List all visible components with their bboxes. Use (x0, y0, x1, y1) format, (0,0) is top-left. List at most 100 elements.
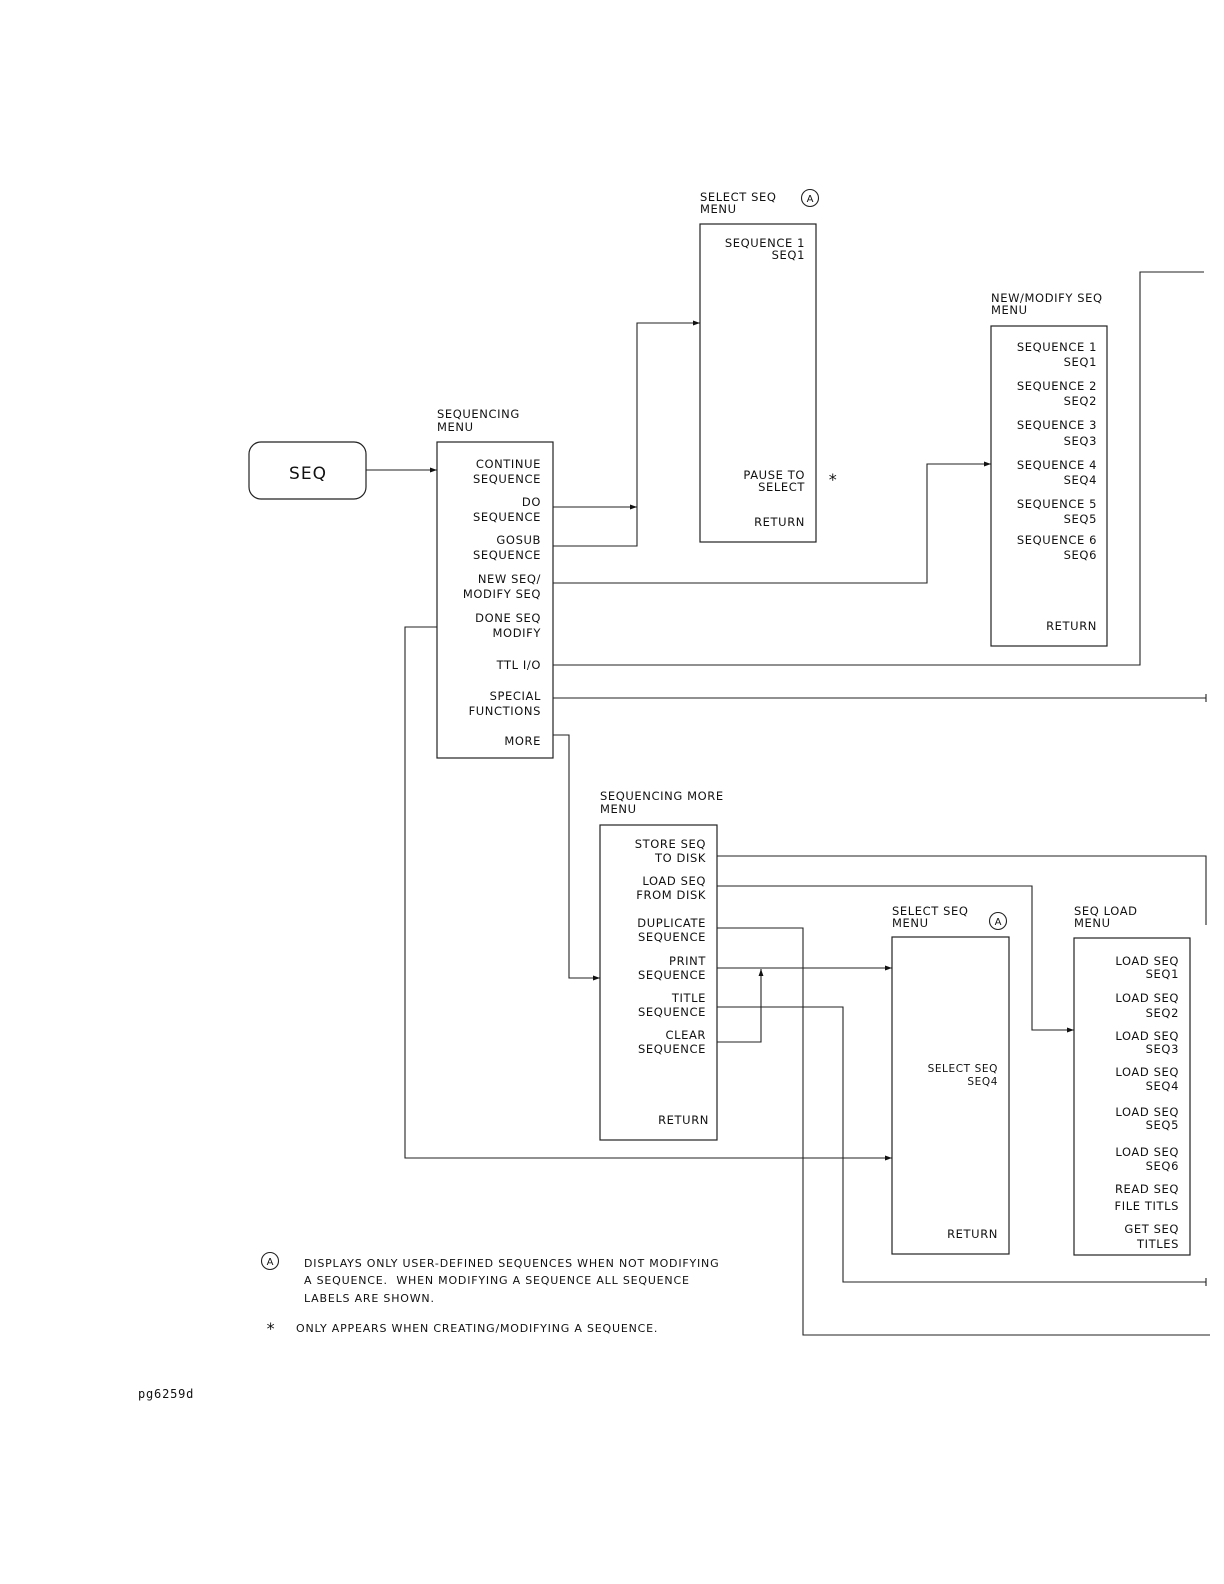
softkey-sequence-2[interactable]: SEQUENCE 2 SEQ2 (1017, 379, 1097, 408)
connectors (366, 271, 1210, 1336)
svg-text:LOAD SEQ: LOAD SEQ (1115, 1145, 1179, 1159)
svg-text:SELECT SEQ: SELECT SEQ (928, 1063, 998, 1075)
svg-text:FUNCTIONS: FUNCTIONS (469, 704, 541, 718)
svg-text:LOAD SEQ: LOAD SEQ (1115, 1065, 1179, 1079)
footnotes: A DISPLAYS ONLY USER-DEFINED SEQUENCES W… (260, 1251, 719, 1338)
asterisk-marker-icon: * (829, 470, 838, 489)
svg-text:SEQUENCE: SEQUENCE (473, 510, 541, 524)
sequencing-menu-title-2: MENU (437, 420, 474, 434)
softkey-return[interactable]: RETURN (658, 1113, 709, 1127)
svg-text:TTL I/O: TTL I/O (496, 658, 541, 672)
svg-text:TITLES: TITLES (1136, 1237, 1179, 1251)
svg-text:DO: DO (522, 495, 541, 509)
svg-text:MORE: MORE (504, 734, 541, 748)
softkey-return[interactable]: RETURN (947, 1227, 998, 1241)
softkey-title-sequence[interactable]: TITLE SEQUENCE (638, 991, 706, 1019)
svg-text:SEQ2: SEQ2 (1064, 394, 1097, 408)
note-a-marker-icon: A (800, 188, 820, 208)
seq-load-menu: SEQ LOAD MENU LOAD SEQ SEQ1 LOAD SEQ SEQ… (1073, 904, 1191, 1256)
softkey-select-seq-4[interactable]: SELECT SEQ SEQ4 (928, 1063, 998, 1088)
svg-text:MODIFY: MODIFY (493, 626, 542, 640)
svg-text:DUPLICATE: DUPLICATE (637, 916, 706, 930)
softkey-load-seq-3[interactable]: LOAD SEQ SEQ3 (1115, 1029, 1179, 1056)
softkey-continue-sequence[interactable]: CONTINUE SEQUENCE (473, 457, 541, 486)
svg-text:SEQ4: SEQ4 (1146, 1079, 1179, 1093)
sequencing-menu-title-1: SEQUENCING (437, 407, 520, 421)
select-seq-menu-bottom: SELECT SEQ MENU A SELECT SEQ SEQ4 RETURN (891, 904, 1010, 1255)
svg-text:LOAD SEQ: LOAD SEQ (1115, 954, 1179, 968)
softkey-sequence-1[interactable]: SEQUENCE 1 SEQ1 (725, 236, 805, 262)
new-modify-title-1: NEW/MODIFY SEQ (991, 291, 1103, 305)
softkey-load-seq-6[interactable]: LOAD SEQ SEQ6 (1115, 1145, 1179, 1173)
softkey-clear-sequence[interactable]: CLEAR SEQUENCE (638, 1028, 706, 1056)
svg-text:LOAD SEQ: LOAD SEQ (642, 874, 706, 888)
connector-load-seq (717, 885, 1074, 1033)
svg-text:TITLE: TITLE (671, 991, 706, 1005)
svg-text:SEQUENCE 1: SEQUENCE 1 (1017, 340, 1097, 354)
svg-text:SEQUENCE: SEQUENCE (473, 548, 541, 562)
svg-text:SEQ2: SEQ2 (1146, 1006, 1179, 1020)
softkey-sequence-3[interactable]: SEQUENCE 3 SEQ3 (1017, 418, 1097, 448)
softkey-sequence-6[interactable]: SEQUENCE 6 SEQ6 (1017, 533, 1097, 562)
softkey-return[interactable]: RETURN (754, 515, 805, 529)
new-modify-title-2: MENU (991, 303, 1028, 317)
connector-clear-sequence (717, 969, 764, 1043)
svg-text:SEQUENCE 5: SEQUENCE 5 (1017, 497, 1097, 511)
sequencing-more-title-2: MENU (600, 802, 637, 816)
note-a-marker-icon: A (260, 1251, 280, 1271)
softkey-new-modify-seq[interactable]: NEW SEQ/ MODIFY SEQ (463, 572, 541, 601)
softkey-get-seq-titles[interactable]: GET SEQ TITLES (1124, 1222, 1179, 1251)
svg-text:READ SEQ: READ SEQ (1115, 1182, 1179, 1196)
softkey-load-seq-2[interactable]: LOAD SEQ SEQ2 (1115, 991, 1179, 1020)
svg-text:LOAD SEQ: LOAD SEQ (1115, 991, 1179, 1005)
svg-text:SEQUENCE 3: SEQUENCE 3 (1017, 418, 1097, 432)
softkey-sequence-5[interactable]: SEQUENCE 5 SEQ5 (1017, 497, 1097, 526)
softkey-read-seq-file-titls[interactable]: READ SEQ FILE TITLS (1115, 1182, 1179, 1213)
connector-done-seq-modify (404, 626, 892, 1161)
svg-text:SEQ6: SEQ6 (1064, 548, 1097, 562)
svg-text:CLEAR: CLEAR (665, 1028, 706, 1042)
svg-text:PRINT: PRINT (669, 954, 706, 968)
svg-text:SEQ4: SEQ4 (967, 1076, 998, 1088)
softkey-do-sequence[interactable]: DO SEQUENCE (473, 495, 541, 524)
svg-text:SEQUENCE 2: SEQUENCE 2 (1017, 379, 1097, 393)
softkey-pause-to-select[interactable]: PAUSE TO SELECT (743, 468, 805, 494)
softkey-duplicate-sequence[interactable]: DUPLICATE SEQUENCE (637, 916, 706, 944)
connector-duplicate-sequence (717, 927, 1210, 1336)
svg-text:TO DISK: TO DISK (654, 851, 706, 865)
select-seq-bottom-title-2: MENU (892, 916, 929, 930)
note-star-line: ONLY APPEARS WHEN CREATING/MODIFYING A S… (296, 1322, 658, 1335)
softkey-special-functions[interactable]: SPECIAL FUNCTIONS (469, 689, 541, 718)
softkey-load-seq-from-disk[interactable]: LOAD SEQ FROM DISK (636, 874, 706, 902)
svg-text:DONE SEQ: DONE SEQ (475, 611, 541, 625)
softkey-store-seq-to-disk[interactable]: STORE SEQ TO DISK (635, 837, 706, 865)
note-a-marker-icon: A (988, 911, 1008, 931)
softkey-print-sequence[interactable]: PRINT SEQUENCE (638, 954, 706, 982)
select-seq-top-title-1: SELECT SEQ (700, 190, 777, 204)
softkey-done-seq-modify[interactable]: DONE SEQ MODIFY (475, 611, 541, 640)
softkey-load-seq-1[interactable]: LOAD SEQ SEQ1 (1115, 954, 1179, 981)
sequencing-more-menu: SEQUENCING MORE MENU STORE SEQ TO DISK L… (599, 789, 724, 1141)
softkey-return[interactable]: RETURN (1046, 619, 1097, 633)
seq-key[interactable]: SEQ (248, 441, 367, 500)
connector-more (553, 734, 600, 981)
svg-text:RETURN: RETURN (947, 1227, 998, 1241)
softkey-ttl-io[interactable]: TTL I/O (496, 658, 541, 672)
svg-text:SPECIAL: SPECIAL (490, 689, 541, 703)
softkey-more[interactable]: MORE (504, 734, 541, 748)
svg-text:NEW SEQ/: NEW SEQ/ (478, 572, 541, 586)
softkey-load-seq-4[interactable]: LOAD SEQ SEQ4 (1115, 1065, 1179, 1093)
sequencing-more-title-1: SEQUENCING MORE (600, 789, 724, 803)
svg-text:RETURN: RETURN (754, 515, 805, 529)
softkey-gosub-sequence[interactable]: GOSUB SEQUENCE (473, 533, 541, 562)
softkey-sequence-4[interactable]: SEQUENCE 4 SEQ4 (1017, 458, 1097, 487)
svg-text:SEQUENCE: SEQUENCE (638, 1042, 706, 1056)
softkey-load-seq-5[interactable]: LOAD SEQ SEQ5 (1115, 1105, 1179, 1132)
svg-text:LOAD SEQ: LOAD SEQ (1115, 1029, 1179, 1043)
svg-text:SEQUENCE 4: SEQUENCE 4 (1017, 458, 1097, 472)
select-seq-top-title-2: MENU (700, 202, 737, 216)
svg-text:SEQUENCE: SEQUENCE (638, 930, 706, 944)
seq-load-title-1: SEQ LOAD (1074, 904, 1138, 918)
svg-text:SEQ3: SEQ3 (1146, 1042, 1179, 1056)
softkey-sequence-1[interactable]: SEQUENCE 1 SEQ1 (1017, 340, 1097, 369)
